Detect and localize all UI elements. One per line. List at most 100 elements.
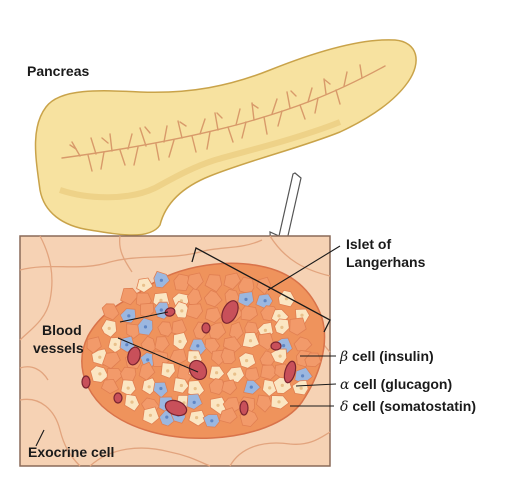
beta-cell xyxy=(101,303,120,321)
alpha-cell-text: cell (glucagon) xyxy=(349,376,453,392)
beta-cell xyxy=(138,361,156,381)
delta-cell-nucleus xyxy=(159,308,163,312)
beta-cell xyxy=(100,378,120,395)
alpha-cell-nucleus xyxy=(147,385,151,389)
delta-cell-nucleus xyxy=(210,419,214,423)
delta-cell-nucleus xyxy=(249,385,253,389)
beta-cell xyxy=(185,303,204,320)
blood-vessel xyxy=(270,341,282,351)
beta-cell-text: cell (insulin) xyxy=(348,348,434,364)
delta-cell-label: δ cell (somatostatin) xyxy=(340,398,476,416)
beta-cell xyxy=(204,307,222,324)
beta-cell xyxy=(229,321,244,342)
delta-cell-nucleus xyxy=(125,343,129,347)
alpha-cell-nucleus xyxy=(98,355,102,359)
blood-vessel xyxy=(113,392,123,404)
alpha-cell-nucleus xyxy=(180,309,184,313)
alpha-cell-nucleus xyxy=(284,297,288,301)
beta-cell xyxy=(289,317,307,336)
delta-cell-nucleus xyxy=(263,299,267,303)
pancreatic-duct xyxy=(61,64,386,172)
leader-lines xyxy=(35,245,341,447)
blood-vessel xyxy=(201,322,211,334)
beta-cell xyxy=(186,272,204,291)
beta-cell xyxy=(222,336,242,353)
beta-cell xyxy=(139,302,155,319)
alpha-cell-nucleus xyxy=(193,355,197,359)
alpha-cell-nucleus xyxy=(98,372,102,376)
blood-vessel xyxy=(188,359,208,381)
beta-cell xyxy=(102,351,121,370)
alpha-cell-nucleus xyxy=(278,354,282,358)
beta-cell xyxy=(203,289,223,308)
beta-cell xyxy=(256,394,273,413)
beta-cell xyxy=(260,364,279,380)
delta-cell-nucleus xyxy=(282,344,286,348)
exocrine-cell-label: Exocrine cell xyxy=(28,444,115,460)
alpha-cell-nucleus xyxy=(215,371,219,375)
delta-cell-nucleus xyxy=(146,358,150,362)
alpha-cell-nucleus xyxy=(245,359,249,363)
beta-cell xyxy=(258,332,275,351)
blood-vessels-label-line2: vessels xyxy=(33,340,84,356)
beta-cell xyxy=(218,407,238,424)
blood-vessel xyxy=(127,346,141,366)
beta-cell-label: β cell (insulin) xyxy=(340,348,434,366)
beta-cell xyxy=(154,336,170,353)
delta-cell-nucleus xyxy=(127,314,131,318)
islet-label-line1: Islet of xyxy=(346,236,392,252)
beta-cell xyxy=(293,336,313,352)
beta-cell xyxy=(221,379,238,396)
alpha-cell-nucleus xyxy=(142,283,146,287)
islet-label-line2: Langerhans xyxy=(346,254,426,270)
alpha-cell-nucleus xyxy=(130,400,134,404)
alpha-cell-nucleus xyxy=(216,403,220,407)
blood-vessel xyxy=(81,375,91,389)
alpha-cell-nucleus xyxy=(193,387,197,391)
alpha-cell-nucleus xyxy=(233,372,237,376)
alpha-cell-label: α cell (glucagon) xyxy=(340,376,452,394)
alpha-cell-nucleus xyxy=(159,298,163,302)
alpha-cell-nucleus xyxy=(277,314,281,318)
delta-cell-nucleus xyxy=(244,297,248,301)
beta-cell xyxy=(157,321,173,337)
beta-cell xyxy=(240,305,258,321)
alpha-cell-nucleus xyxy=(113,342,117,346)
beta-cell xyxy=(256,276,272,296)
alpha-cell-nucleus xyxy=(300,313,304,317)
alpha-cell-nucleus xyxy=(263,328,267,332)
blood-vessel xyxy=(164,307,176,317)
delta-cell-text: cell (somatostatin) xyxy=(348,398,477,414)
blood-vessel xyxy=(283,360,297,384)
delta-symbol: δ xyxy=(340,399,349,415)
blood-vessel xyxy=(221,300,239,324)
pancreas-label: Pancreas xyxy=(27,63,90,79)
alpha-cell-nucleus xyxy=(166,369,170,373)
pancreas-organ xyxy=(34,39,417,236)
alpha-cell-nucleus xyxy=(277,400,281,404)
pancreas-shading xyxy=(59,119,342,201)
blood-vessel xyxy=(164,399,188,417)
delta-cell-nucleus xyxy=(143,325,148,329)
beta-cell xyxy=(204,274,223,293)
alpha-cell-nucleus xyxy=(299,386,303,390)
delta-cell-nucleus xyxy=(301,374,305,378)
alpha-cell-nucleus xyxy=(179,299,183,303)
beta-cell xyxy=(173,273,190,292)
alpha-symbol: α xyxy=(340,377,350,393)
beta-cell xyxy=(120,287,140,306)
alpha-cell-nucleus xyxy=(178,339,182,344)
beta-cell xyxy=(220,347,236,365)
alpha-cell-nucleus xyxy=(179,383,183,388)
islet-bracket xyxy=(191,247,331,333)
beta-cell xyxy=(208,378,225,395)
alpha-cell-nucleus xyxy=(107,326,111,330)
delta-cell-nucleus xyxy=(159,386,163,391)
blood-vessels-label-line1: Blood xyxy=(42,322,82,338)
alpha-cell-nucleus xyxy=(268,386,272,390)
beta-symbol: β xyxy=(340,349,349,365)
alpha-cell-nucleus xyxy=(280,325,284,329)
alpha-cell-nucleus xyxy=(195,416,199,420)
alpha-cell-nucleus xyxy=(248,339,253,343)
